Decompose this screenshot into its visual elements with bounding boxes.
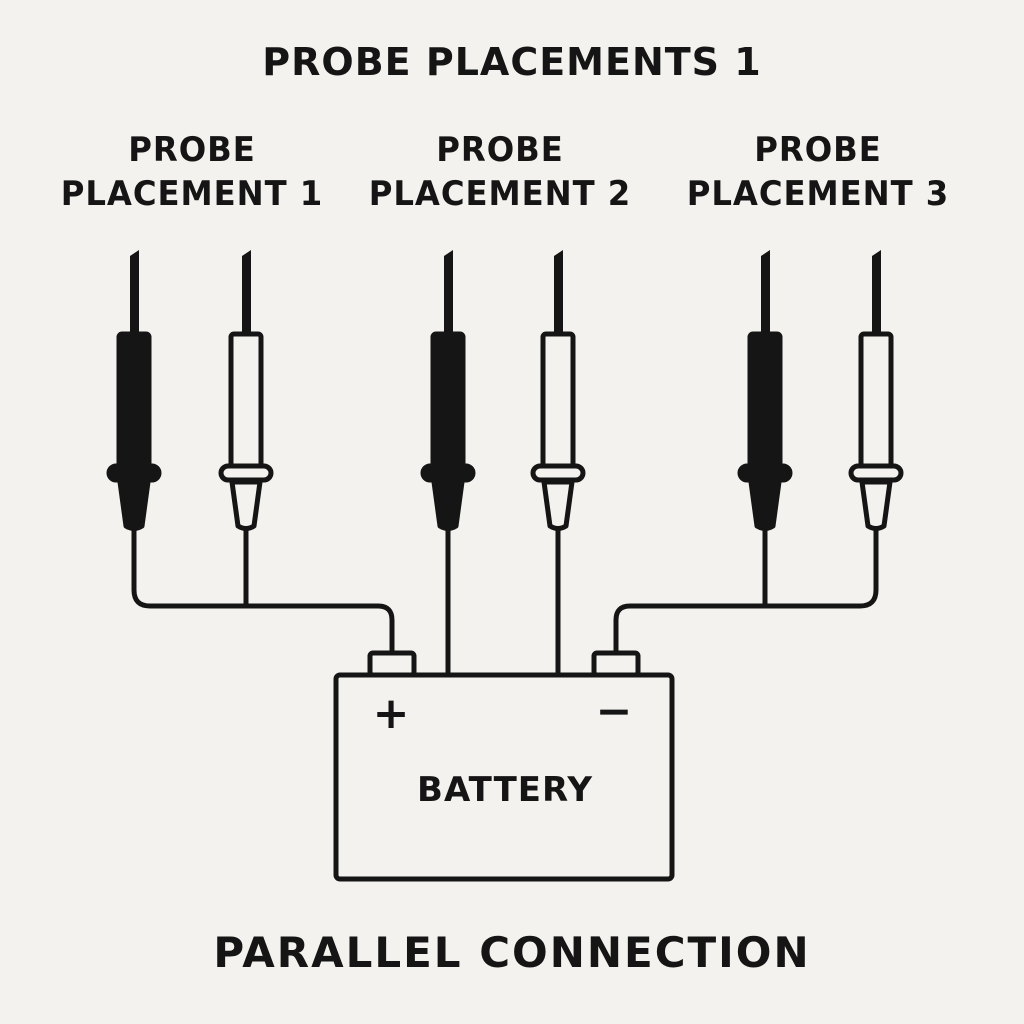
wire-placement-3 <box>613 530 879 652</box>
probe-tip <box>130 250 139 336</box>
probe-guard <box>737 463 793 483</box>
probe-guard <box>530 463 586 483</box>
probe-grip <box>541 479 575 531</box>
battery-label: BATTERY <box>417 770 593 810</box>
probe-placement-3-line2: PLACEMENT 3 <box>686 174 950 214</box>
probe-handle <box>430 331 466 473</box>
probe-placement-1-label: PROBE PLACEMENT 1 <box>50 128 335 216</box>
probe-handle <box>858 331 894 473</box>
probe-grip <box>431 479 465 531</box>
probe-guard <box>218 463 274 483</box>
probe-1-black <box>106 250 162 531</box>
probe-placement-3-label: PROBE PLACEMENT 3 <box>676 128 961 216</box>
probe-guard <box>106 463 162 483</box>
probe-handle <box>747 331 783 473</box>
probe-placement-2-line2: PLACEMENT 2 <box>368 174 632 214</box>
probe-2-white <box>530 250 586 531</box>
probe-handle <box>116 331 152 473</box>
battery-body <box>333 672 675 882</box>
probe-placement-3-line1: PROBE <box>754 130 882 170</box>
positive-symbol: + <box>373 688 410 739</box>
probe-grip <box>859 479 893 531</box>
probe-grip <box>117 479 151 531</box>
positive-terminal <box>367 650 417 678</box>
wires-group <box>131 530 879 674</box>
probe-grip <box>229 479 263 531</box>
probe-3-black <box>737 250 793 531</box>
probe-handle <box>540 331 576 473</box>
probe-guard <box>848 463 904 483</box>
battery <box>333 650 675 882</box>
probe-2-black <box>420 250 476 531</box>
probe-placement-1-line1: PROBE <box>128 130 256 170</box>
probe-placement-2-line1: PROBE <box>436 130 564 170</box>
probe-tip <box>444 250 453 336</box>
probe-placement-2-label: PROBE PLACEMENT 2 <box>358 128 643 216</box>
probe-1-white <box>218 250 274 531</box>
negative-symbol: − <box>596 686 633 737</box>
probes-group <box>106 250 904 531</box>
probe-grip <box>748 479 782 531</box>
probe-tip <box>242 250 251 336</box>
connection-type-label: PARALLEL CONNECTION <box>213 928 811 977</box>
probe-tip <box>761 250 770 336</box>
probe-guard <box>420 463 476 483</box>
diagram-title: PROBE PLACEMENTS 1 <box>262 40 762 84</box>
wire-placement-1 <box>131 530 395 652</box>
probe-placement-1-line2: PLACEMENT 1 <box>60 174 324 214</box>
negative-terminal <box>591 650 641 678</box>
probe-3-white <box>848 250 904 531</box>
probe-tip <box>872 250 881 336</box>
probe-handle <box>228 331 264 473</box>
probe-tip <box>554 250 563 336</box>
